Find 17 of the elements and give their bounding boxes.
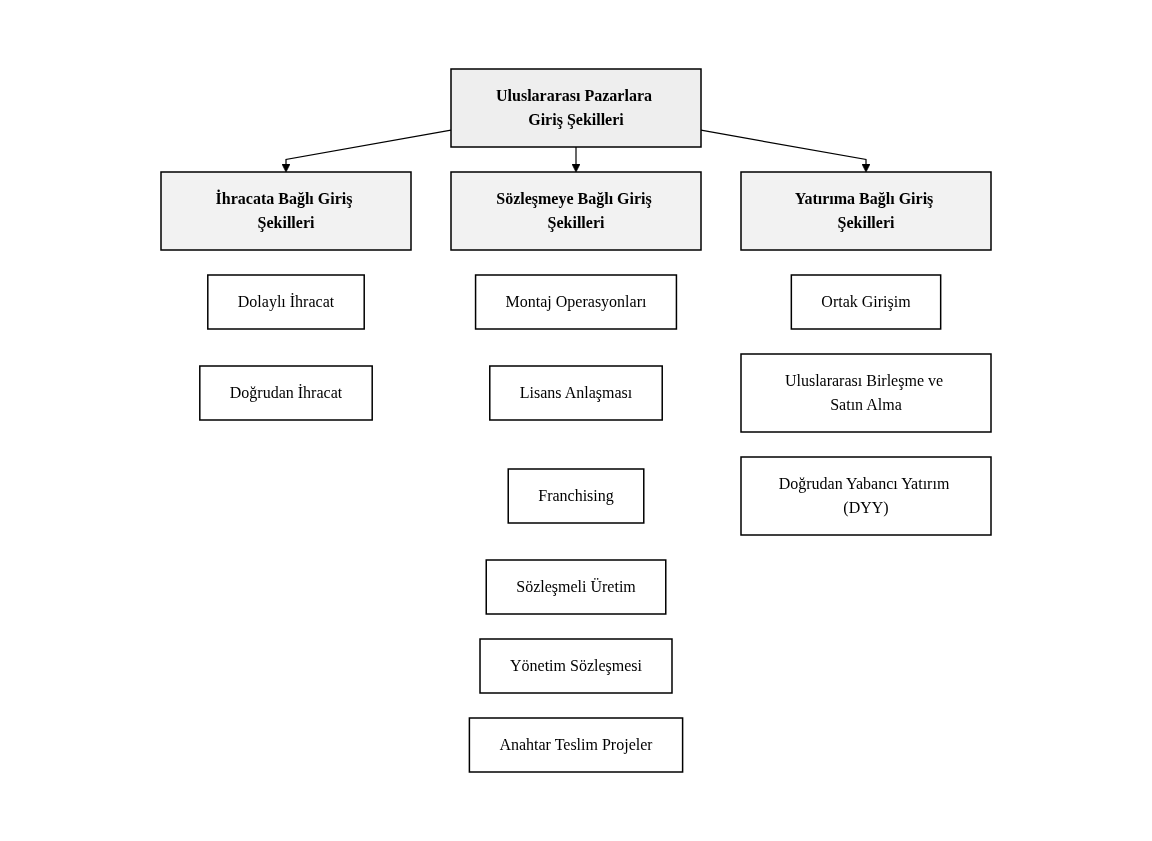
node-box: Montaj Operasyonları xyxy=(474,274,678,330)
node-box: Lisans Anlaşması xyxy=(489,365,663,421)
arrow xyxy=(281,129,452,173)
node-box: Uluslararası Pazarlara Giriş Şekilleri xyxy=(450,68,702,148)
node-box: Ortak Girişim xyxy=(790,274,942,330)
node-box: Yatırıma Bağlı Giriş Şekilleri xyxy=(740,171,992,251)
node-box: Yönetim Sözleşmesi xyxy=(479,638,673,694)
node-box: Anahtar Teslim Projeler xyxy=(468,717,684,773)
node-box: Dolaylı İhracat xyxy=(207,274,365,330)
node-box: Doğrudan Yabancı Yatırım (DYY) xyxy=(740,456,992,536)
arrow xyxy=(571,146,581,173)
node-box: Uluslararası Birleşme ve Satın Alma xyxy=(740,353,992,433)
node-box: İhracata Bağlı Giriş Şekilleri xyxy=(160,171,412,251)
node-box: Sözleşmeli Üretim xyxy=(485,559,667,615)
node-box: Sözleşmeye Bağlı Giriş Şekilleri xyxy=(450,171,702,251)
node-box: Franchising xyxy=(507,468,645,524)
node-box: Doğrudan İhracat xyxy=(199,365,373,421)
